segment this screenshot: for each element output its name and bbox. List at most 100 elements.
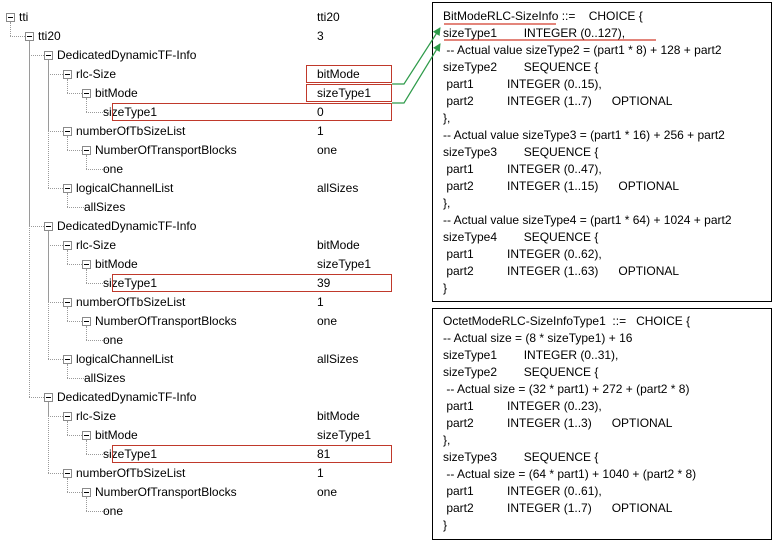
code-line: }, [443,196,451,210]
collapse-toggle-icon[interactable] [6,13,15,22]
tree-connector [67,378,90,379]
code-line: } [443,281,448,295]
tree-node-value: tti20 [317,10,340,24]
code-line: } [443,518,448,532]
tree-connector [67,321,82,322]
tree-node-label[interactable]: tti [19,10,29,24]
code-line: OctetModeRLC-SizeInfoType1 ::= CHOICE { [443,314,691,328]
collapse-toggle-icon[interactable] [82,431,91,440]
tree-node-label[interactable]: numberOfTbSizeList [76,295,186,309]
collapse-toggle-icon[interactable] [63,127,72,136]
tree-node-label[interactable]: DedicatedDynamicTF-Info [57,390,197,404]
collapse-toggle-icon[interactable] [82,146,91,155]
tree-node-value: bitMode [317,67,360,81]
tree-connector [86,454,109,455]
collapse-toggle-icon[interactable] [63,70,72,79]
tree-node-label[interactable]: logicalChannelList [76,352,174,366]
tree-node-label[interactable]: tti20 [38,29,61,43]
code-line: sizeType1 INTEGER (0..31), [443,348,619,362]
tree-node-value: 81 [317,447,331,461]
tree-node-label[interactable]: NumberOfTransportBlocks [95,485,237,499]
tree-connector [67,364,68,378]
tree-node-label[interactable]: one [103,504,124,518]
tree-node-label[interactable]: rlc-Size [76,67,117,81]
collapse-toggle-icon[interactable] [44,51,53,60]
code-line: sizeType1 INTEGER (0..127), [443,26,626,40]
tree-connector [48,60,49,188]
tree-node-value: 1 [317,295,324,309]
tree-connector [67,264,82,265]
highlight-box [112,445,392,463]
code-line: -- Actual size = (8 * sizeType1) + 16 [443,331,633,345]
tree-node-label[interactable]: sizeType1 [103,105,158,119]
tree-node-label[interactable]: DedicatedDynamicTF-Info [57,219,197,233]
bitmode-definition-panel: BitModeRLC-SizeInfo ::= CHOICE {sizeType… [432,2,772,302]
tree-node-label[interactable]: bitMode [95,86,138,100]
highlight-box [306,65,392,83]
collapse-toggle-icon[interactable] [63,298,72,307]
tree-connector [67,421,68,435]
tree-connector [48,416,63,417]
tree-node-label[interactable]: rlc-Size [76,409,117,423]
code-line: -- Actual value sizeType3 = (part1 * 16)… [443,128,725,142]
collapse-toggle-icon[interactable] [63,241,72,250]
code-line: part2 INTEGER (1..3) OPTIONAL [443,416,673,430]
tree-node-label[interactable]: DedicatedDynamicTF-Info [57,48,197,62]
collapse-toggle-icon[interactable] [63,412,72,421]
tree-connector [67,492,82,493]
collapse-toggle-icon[interactable] [25,32,34,41]
tree-connector [86,283,109,284]
tree-node-label[interactable]: NumberOfTransportBlocks [95,143,237,157]
tree-node-label[interactable]: sizeType1 [103,447,158,461]
tree-connector [86,511,109,512]
tree-node-value: bitMode [317,409,360,423]
tree-node-label[interactable]: allSizes [84,200,126,214]
tree-connector [10,36,25,37]
tree-connector [48,402,49,473]
tree-node-value: 39 [317,276,331,290]
tree-node-label[interactable]: logicalChannelList [76,181,174,195]
tree-connector [86,169,109,170]
tree-connector [29,55,44,56]
code-line: sizeType3 SEQUENCE { [443,450,599,464]
tree-node-label[interactable]: NumberOfTransportBlocks [95,314,237,328]
tree-connector [67,478,68,492]
collapse-toggle-icon[interactable] [82,317,91,326]
collapse-toggle-icon[interactable] [63,355,72,364]
tree-node-label[interactable]: numberOfTbSizeList [76,466,186,480]
collapse-toggle-icon[interactable] [82,89,91,98]
tree-connector [48,473,63,474]
tree-node-label[interactable]: sizeType1 [103,276,158,290]
tree-node-label[interactable]: rlc-Size [76,238,117,252]
tree-connector [48,245,63,246]
tree-node-label[interactable]: numberOfTbSizeList [76,124,186,138]
collapse-toggle-icon[interactable] [63,184,72,193]
tree-node-value: one [317,485,338,499]
tree-node-label[interactable]: bitMode [95,428,138,442]
collapse-toggle-icon[interactable] [44,222,53,231]
tree-connector [29,397,44,398]
collapse-toggle-icon[interactable] [63,469,72,478]
tree-node-value: one [317,143,338,157]
code-line: sizeType3 SEQUENCE { [443,145,599,159]
tree-connector [86,497,87,511]
tree-connector [67,79,68,93]
code-line: part2 INTEGER (1..7) OPTIONAL [443,94,673,108]
tree-node-label[interactable]: one [103,333,124,347]
tree-node-label[interactable]: bitMode [95,257,138,271]
tree-connector [29,226,44,227]
collapse-toggle-icon[interactable] [82,260,91,269]
tree-connector [10,22,11,36]
collapse-toggle-icon[interactable] [44,393,53,402]
code-line: -- Actual size = (64 * part1) + 1040 + (… [443,467,697,481]
code-line: part1 INTEGER (0..61), [443,484,602,498]
tree-connector [86,155,87,169]
tree-node-value: 0 [317,105,324,119]
tree-connector [48,131,63,132]
tree-node-label[interactable]: one [103,162,124,176]
highlight-box [112,274,392,292]
highlight-box [306,84,392,102]
collapse-toggle-icon[interactable] [82,488,91,497]
tree-node-label[interactable]: allSizes [84,371,126,385]
code-line: part2 INTEGER (1..7) OPTIONAL [443,501,673,515]
